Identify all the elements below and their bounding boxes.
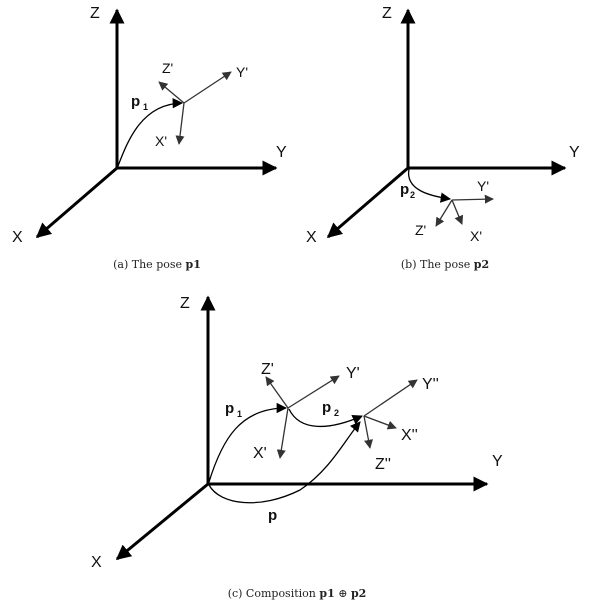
pose-p1-subscript: 1 [143, 102, 148, 112]
frame2-z-axis [363, 415, 373, 449]
frame-x-axis [175, 102, 185, 145]
pose-p1-subscript: 1 [237, 409, 242, 419]
frame-x-label: X' [155, 133, 167, 149]
world-x-label: X [306, 229, 317, 246]
frame1-x-label: X' [253, 445, 267, 462]
frame1-z-label: Z' [261, 361, 274, 378]
frame-y-axis [451, 194, 494, 204]
pose-p-composite-label: p [268, 507, 277, 524]
pose-p2-curve [408, 168, 452, 203]
frame1-x-axis [276, 407, 289, 459]
frame2-x-label: X'' [401, 427, 418, 444]
panel-c: Z Y X p 1 p 2 p Y' Z' X' Y'' X'' Z'' (c)… [91, 295, 503, 600]
world-x-axis [115, 482, 209, 561]
frame1-z-axis [265, 376, 289, 409]
frame-z-axis [435, 199, 453, 227]
pose-p2-curve [288, 408, 363, 428]
world-y-label: Y [569, 144, 580, 161]
world-x-axis [35, 166, 118, 239]
pose-p1-curve [208, 402, 288, 483]
pose-p-composite-curve [208, 421, 361, 504]
pose-p2-label: p [322, 399, 331, 416]
frame-x-label: X' [470, 228, 482, 244]
frame-x-axis [451, 199, 464, 225]
pose-p1-label: p [225, 400, 234, 417]
world-z-label: Z [90, 5, 100, 22]
frame-y-label: Y' [236, 64, 248, 80]
world-z-label: Z [180, 295, 190, 312]
frame2-z-label: Z'' [375, 456, 391, 473]
frame-z-label: Z' [415, 222, 426, 238]
frame1-y-label: Y' [346, 365, 360, 382]
frame-z-label: Z' [162, 60, 173, 76]
frame2-y-axis [363, 379, 418, 417]
frame-z-axis [158, 81, 185, 104]
frame2-x-axis [363, 415, 397, 430]
caption-b: (b) The pose p2 [401, 258, 489, 271]
caption-a: (a) The pose p1 [113, 258, 201, 271]
frame-y-label: Y' [477, 178, 489, 194]
pose-p2-subscript: 2 [334, 408, 339, 418]
world-x-label: X [91, 554, 102, 571]
pose-p2-label: p [400, 181, 409, 198]
pose-p1-curve [117, 98, 184, 167]
pose-p2-subscript: 2 [410, 190, 415, 200]
panel-b: Z Y X p 2 Y' Z' X' (b) The pose p2 [306, 5, 580, 271]
panel-a: Z Y X p 1 Y' Z' X' (a) The pose p1 [12, 5, 287, 271]
world-y-label: Y [492, 453, 503, 470]
frame-y-axis [183, 71, 232, 104]
world-x-label: X [12, 229, 23, 246]
frame1-y-axis [287, 375, 340, 409]
world-z-label: Z [382, 5, 392, 22]
frame2-y-label: Y'' [422, 376, 439, 393]
pose-p1-label: p [131, 93, 140, 110]
world-y-label: Y [276, 144, 287, 161]
world-x-axis [326, 166, 409, 239]
caption-c: (c) Composition p1 ⊕ p2 [228, 587, 367, 600]
